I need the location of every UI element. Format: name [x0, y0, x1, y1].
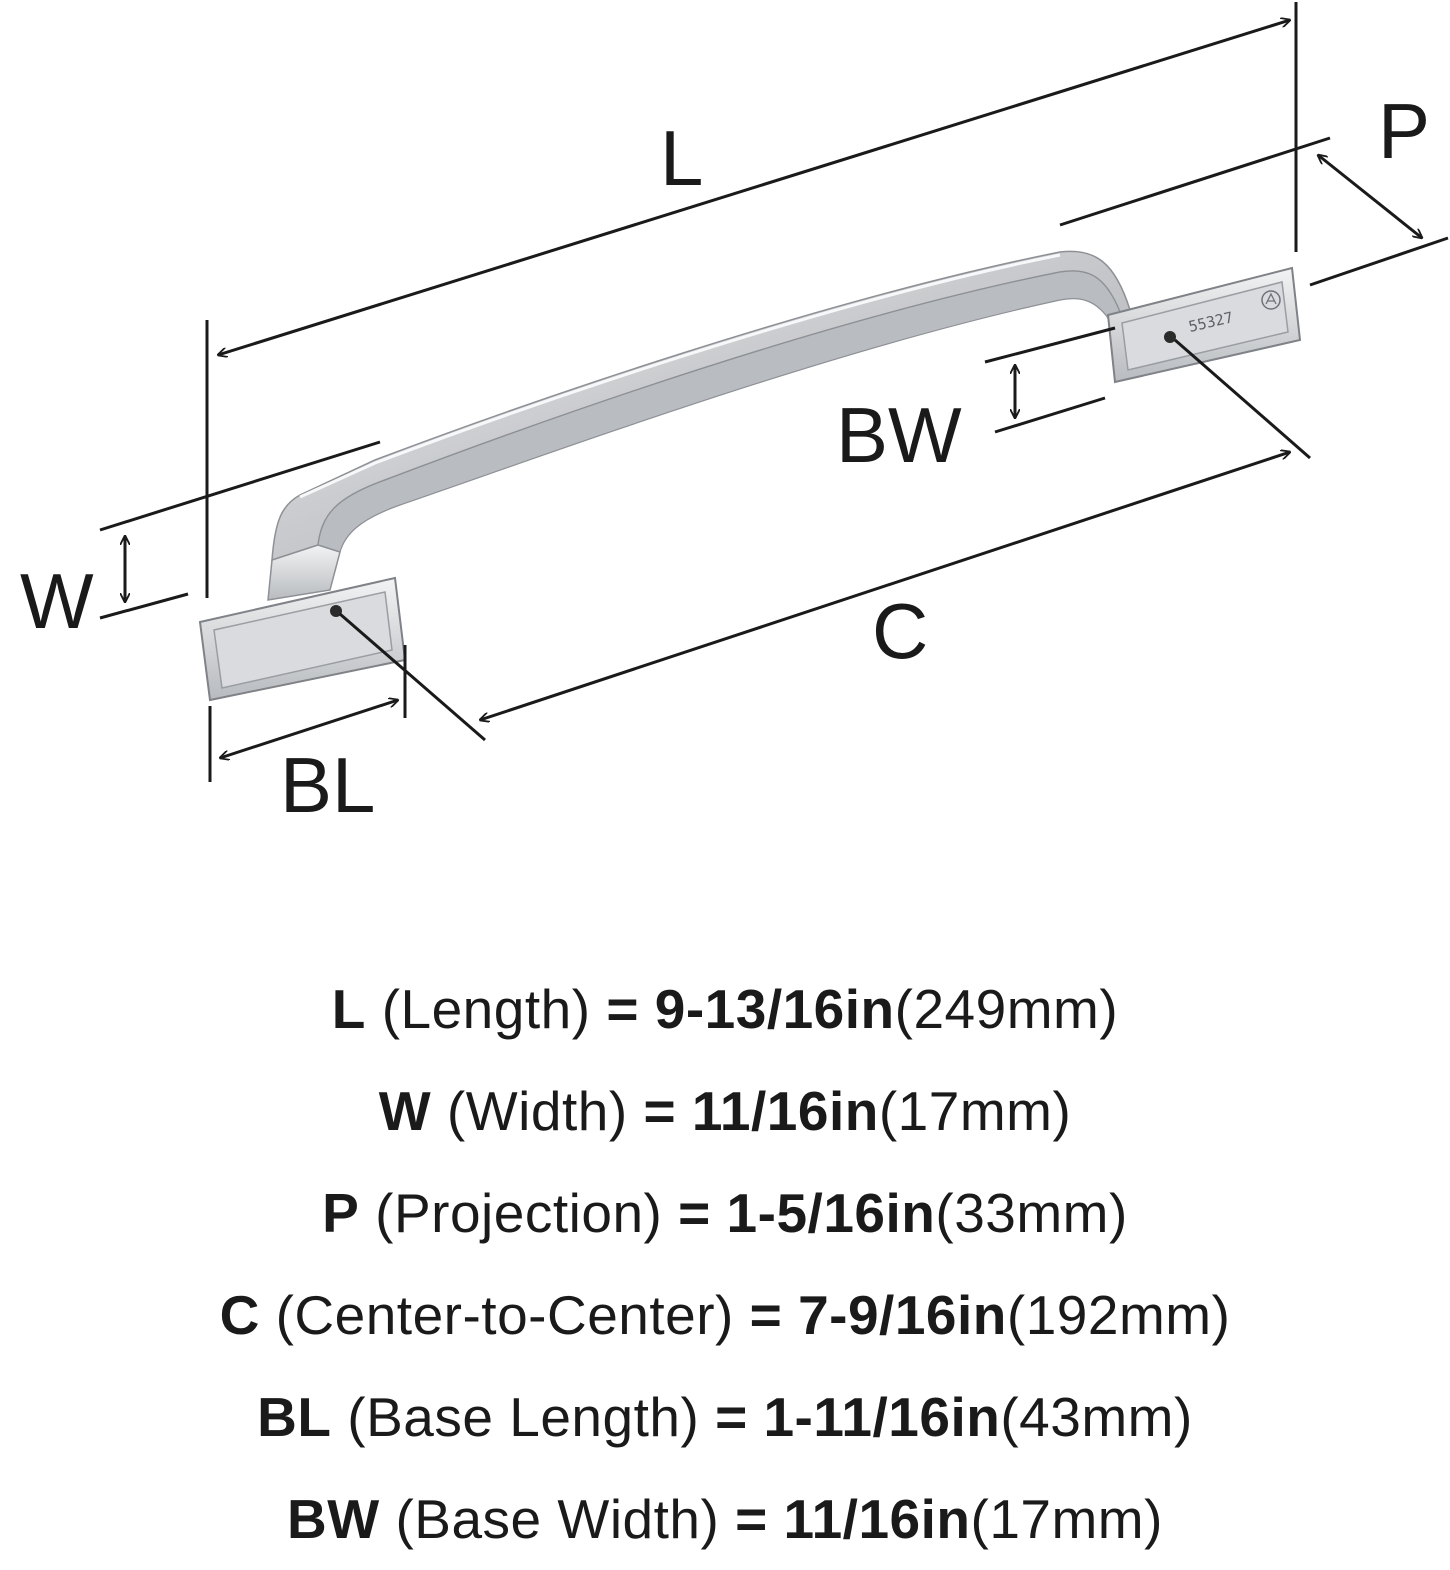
spec-code: BL [257, 1386, 332, 1448]
spec-equals: = [678, 1182, 711, 1244]
spec-code: L [331, 978, 366, 1040]
spec-code: C [219, 1284, 260, 1346]
spec-name: (Center-to-Center) [275, 1284, 734, 1346]
left-base [198, 576, 407, 702]
spec-row-center-to-center: C (Center-to-Center) = 7-9/16in(192mm) [0, 1264, 1450, 1366]
spec-equals: = [606, 978, 639, 1040]
spec-metric: (192mm) [1006, 1284, 1231, 1346]
spec-imperial: 7-9/16in [798, 1284, 1007, 1346]
label-base-length: BL [280, 741, 375, 829]
spec-code: BW [287, 1488, 380, 1550]
spec-row-base-width: BW (Base Width) = 11/16in(17mm) [0, 1468, 1450, 1570]
spec-imperial: 1-5/16in [726, 1182, 936, 1244]
spec-metric: (17mm) [970, 1488, 1163, 1550]
dimension-lines [99, 2, 1449, 782]
spec-name: (Base Width) [395, 1488, 720, 1550]
spec-equals: = [715, 1386, 748, 1448]
spec-metric: (33mm) [935, 1182, 1128, 1244]
spec-imperial: 11/16in [783, 1488, 971, 1550]
spec-row-length: L (Length) = 9-13/16in(249mm) [0, 958, 1450, 1060]
label-projection: P [1378, 87, 1430, 175]
label-width: W [20, 557, 94, 645]
label-base-width: BW [836, 391, 962, 479]
label-center-to-center: C [872, 587, 928, 675]
spec-code: P [322, 1182, 360, 1244]
spec-equals: = [749, 1284, 783, 1346]
left-screw-hole [330, 605, 342, 617]
spec-row-base-length: BL (Base Length) = 1-11/16in(43mm) [0, 1366, 1450, 1468]
dimension-diagram: 55327 L P BW W C BL [20, 2, 1449, 829]
spec-name: (Width) [446, 1080, 628, 1142]
spec-equals: = [643, 1080, 677, 1142]
spec-metric: (17mm) [878, 1080, 1072, 1142]
spec-imperial: 11/16in [691, 1080, 879, 1142]
spec-imperial: 1-11/16in [763, 1386, 1001, 1448]
spec-name: (Length) [381, 978, 591, 1040]
spec-metric: (43mm) [1000, 1386, 1193, 1448]
cabinet-pull-illustration: 55327 [198, 250, 1302, 702]
label-length: L [660, 114, 703, 202]
specification-list: L (Length) = 9-13/16in(249mm) W (Width) … [0, 958, 1450, 1570]
spec-imperial: 9-13/16in [654, 978, 895, 1040]
spec-row-projection: P (Projection) = 1-5/16in(33mm) [0, 1162, 1450, 1264]
spec-name: (Base Length) [347, 1386, 700, 1448]
spec-code: W [378, 1080, 432, 1142]
spec-metric: (249mm) [894, 978, 1119, 1040]
spec-name: (Projection) [375, 1182, 663, 1244]
spec-equals: = [735, 1488, 768, 1550]
spec-row-width: W (Width) = 11/16in(17mm) [0, 1060, 1450, 1162]
